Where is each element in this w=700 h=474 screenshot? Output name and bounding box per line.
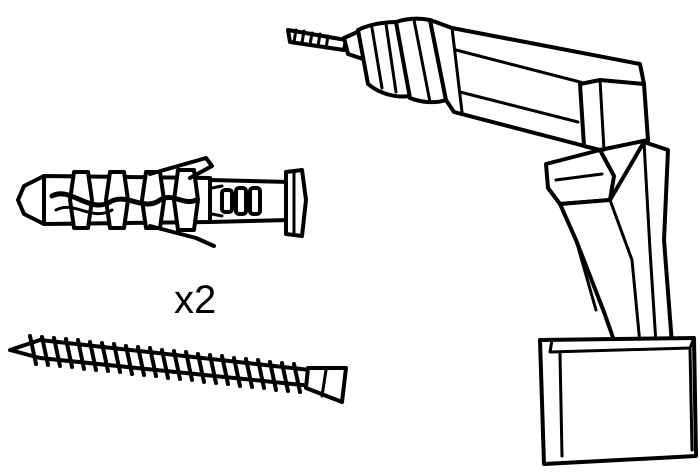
quantity-label: x2	[174, 278, 217, 322]
drill-icon	[286, 16, 698, 466]
wall-plug-icon	[16, 156, 308, 248]
screw-icon	[8, 334, 348, 404]
